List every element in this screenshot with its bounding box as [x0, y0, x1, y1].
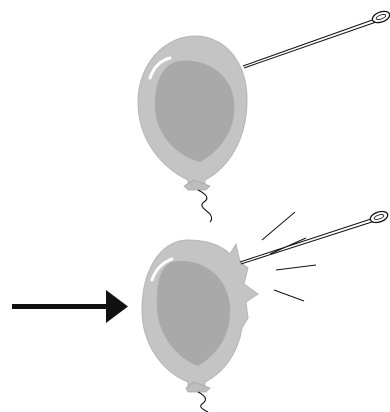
burst-line	[269, 237, 307, 255]
balloon-icon	[141, 239, 259, 412]
burst-lines-icon	[261, 211, 317, 302]
balloon-icon	[137, 35, 248, 223]
intact-balloon-scene	[137, 10, 390, 223]
popping-balloon-scene	[141, 210, 389, 412]
burst-line	[261, 211, 296, 241]
burst-line	[275, 264, 317, 271]
arrow-right-icon	[12, 290, 128, 323]
needle-icon	[242, 10, 390, 69]
burst-line	[273, 289, 305, 302]
needle-icon	[239, 210, 389, 265]
